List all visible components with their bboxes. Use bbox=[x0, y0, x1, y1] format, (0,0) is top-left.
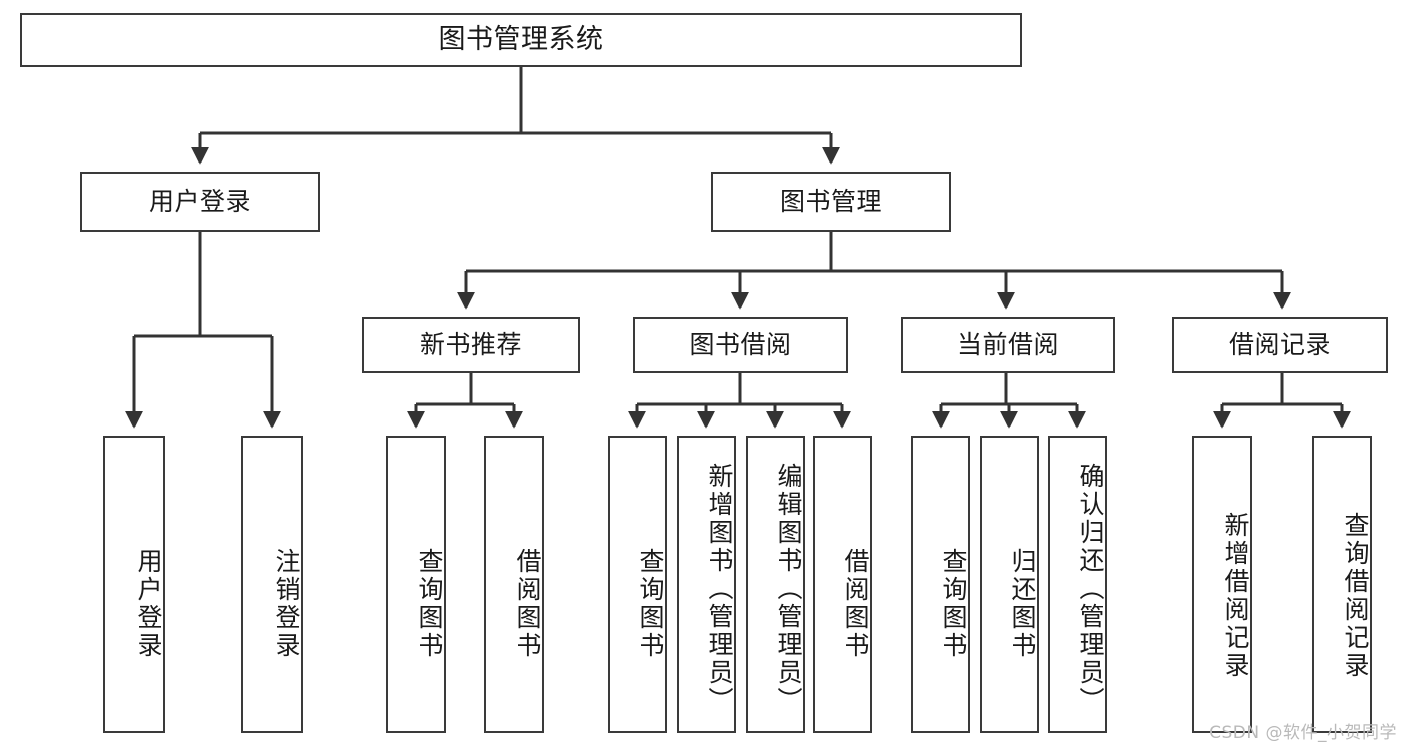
leaf-add-record-label: 新增借阅记录 bbox=[1221, 511, 1250, 680]
leaf-query-book-1-label: 查询图书 bbox=[415, 547, 444, 660]
leaf-confirm-return[interactable]: 确认归还（管理员） bbox=[1048, 436, 1107, 733]
node-root-system[interactable]: 图书管理系统 bbox=[20, 13, 1022, 67]
leaf-logout[interactable]: 注销登录 bbox=[241, 436, 303, 733]
node-borrow-record-label: 借阅记录 bbox=[1228, 330, 1331, 360]
leaf-edit-book-label: 编辑图书（管理员） bbox=[774, 462, 803, 715]
leaf-return-book-label: 归还图书 bbox=[1008, 547, 1037, 660]
node-new-book-recommend-label: 新书推荐 bbox=[419, 330, 522, 360]
leaf-add-book-label: 新增图书（管理员） bbox=[705, 462, 734, 715]
leaf-user-login[interactable]: 用户登录 bbox=[103, 436, 165, 733]
node-current-borrow[interactable]: 当前借阅 bbox=[901, 317, 1115, 373]
leaf-query-record[interactable]: 查询借阅记录 bbox=[1312, 436, 1372, 733]
leaf-confirm-return-label: 确认归还（管理员） bbox=[1076, 462, 1105, 715]
leaf-query-record-label: 查询借阅记录 bbox=[1341, 511, 1370, 680]
node-book-borrow-label: 图书借阅 bbox=[689, 330, 792, 360]
leaf-add-book[interactable]: 新增图书（管理员） bbox=[677, 436, 736, 733]
node-book-manage-label: 图书管理 bbox=[779, 187, 882, 217]
node-borrow-record[interactable]: 借阅记录 bbox=[1172, 317, 1388, 373]
leaf-add-record[interactable]: 新增借阅记录 bbox=[1192, 436, 1252, 733]
csdn-watermark: CSDN @软件_小贺同学 bbox=[1209, 723, 1397, 743]
leaf-borrow-book-1[interactable]: 借阅图书 bbox=[484, 436, 544, 733]
leaf-borrow-book-1-label: 借阅图书 bbox=[513, 547, 542, 660]
node-user-login[interactable]: 用户登录 bbox=[80, 172, 320, 232]
node-root-label: 图书管理系统 bbox=[438, 24, 604, 56]
node-user-login-label: 用户登录 bbox=[148, 187, 251, 217]
leaf-logout-label: 注销登录 bbox=[272, 547, 301, 660]
leaf-return-book[interactable]: 归还图书 bbox=[980, 436, 1039, 733]
leaf-query-book-1[interactable]: 查询图书 bbox=[386, 436, 446, 733]
leaf-edit-book[interactable]: 编辑图书（管理员） bbox=[746, 436, 805, 733]
leaf-query-book-2-label: 查询图书 bbox=[636, 547, 665, 660]
node-book-borrow[interactable]: 图书借阅 bbox=[633, 317, 848, 373]
leaf-query-book-3[interactable]: 查询图书 bbox=[911, 436, 970, 733]
node-new-book-recommend[interactable]: 新书推荐 bbox=[362, 317, 580, 373]
leaf-query-book-2[interactable]: 查询图书 bbox=[608, 436, 667, 733]
leaf-user-login-label: 用户登录 bbox=[134, 547, 163, 660]
leaf-borrow-book-2-label: 借阅图书 bbox=[841, 547, 870, 660]
node-current-borrow-label: 当前借阅 bbox=[956, 330, 1059, 360]
leaf-query-book-3-label: 查询图书 bbox=[939, 547, 968, 660]
leaf-borrow-book-2[interactable]: 借阅图书 bbox=[813, 436, 872, 733]
node-book-manage[interactable]: 图书管理 bbox=[711, 172, 951, 232]
